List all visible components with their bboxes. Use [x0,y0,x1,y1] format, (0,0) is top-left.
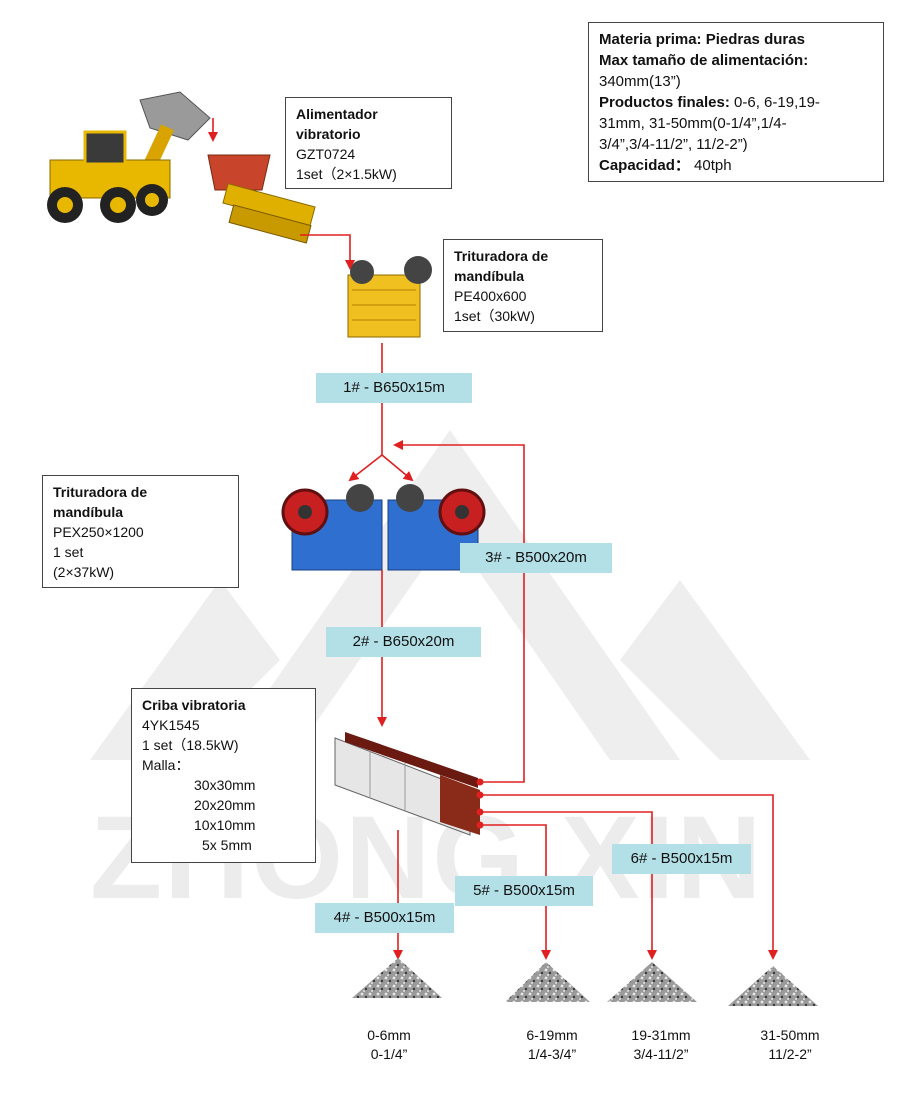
jaw-crusher-box: Trituradora de mandíbula PE400x600 1set（… [443,239,603,332]
flow-arrows [208,118,778,960]
feeder-title-1: Alimentador [296,106,378,122]
belt-5-label: 5# - B500x15m [455,876,593,906]
stockpile-19-31 [607,962,697,1002]
products-label: Productos finales: [599,94,730,111]
screen-model: 4YK1545 [142,717,200,733]
product-mm: 0-6mm [367,1027,411,1043]
wheel-loader-image [47,91,211,223]
product-label: 6-19mm 1/4-3/4” [487,1026,617,1064]
product-mm: 19-31mm [631,1027,691,1043]
jaw2-model: PEX250×1200 [53,524,144,540]
screen-outlet-dots [476,778,484,829]
jaw2-power: (2×37kW) [53,564,115,580]
feeder-box: Alimentador vibratorio GZT0724 1set（2×1.… [285,97,452,189]
capacity-label: Capacidad： [599,157,690,174]
max-feed-label: Max tamaño de alimentación: [599,52,809,69]
vibrating-screen-image [334,732,480,836]
belt-6-label: 6# - B500x15m [612,844,751,874]
jaw2-qty: 1 set [53,544,84,560]
jaw2-title-1: Trituradora de [53,484,148,500]
twin-jaw-crusher-image [281,484,486,571]
jaw1-model: PE400x600 [454,288,527,304]
feeder-model: GZT0724 [296,146,356,162]
stockpile-31-50 [728,966,818,1006]
feeder-qty: 1set（2×1.5kW) [296,166,397,182]
vibrating-screen-box: Criba vibratoria 4YK1545 1 set（18.5kW) M… [131,688,316,863]
product-mm: 6-19mm [526,1027,578,1043]
mesh-item: 10x10mm [194,817,256,833]
spec-box: Materia prima: Piedras duras Max tamaño … [588,22,884,182]
jaw1-title-1: Trituradora de [454,248,549,264]
mesh-item: 30x30mm [194,777,256,793]
product-label: 0-6mm 0-1/4” [324,1026,454,1064]
stockpile-0-6 [352,958,442,998]
product-in: 3/4-11/2” [633,1046,689,1062]
belt-1-label: 1# - B650x15m [316,373,472,403]
stockpiles [352,958,818,1006]
product-in: 11/2-2” [768,1046,812,1062]
mesh-item: 20x20mm [194,797,256,813]
max-feed-value: 340mm(13”) [599,73,681,90]
raw-material-label: Materia prima: Piedras duras [599,31,805,48]
belt-3-label: 3# - B500x20m [460,543,612,573]
capacity-value: 40tph [694,157,732,174]
stockpile-6-19 [505,962,590,1002]
belt-4-label: 4# - B500x15m [315,903,454,933]
jaw1-title-2: mandíbula [454,268,525,284]
screen-qty: 1 set（18.5kW) [142,737,239,753]
twin-jaw-crusher-box: Trituradora de mandíbula PEX250×1200 1 s… [42,475,239,588]
vibrating-feeder-image [207,154,316,244]
product-mm: 31-50mm [760,1027,820,1043]
belt-2-label: 2# - B650x20m [326,627,481,657]
feeder-title-2: vibratorio [296,126,361,142]
jaw-crusher-image [347,256,432,338]
jaw1-qty: 1set（30kW) [454,308,535,324]
mesh-item: 5x 5mm [202,837,252,853]
products-line2: 31mm, 31-50mm(0-1/4”,1/4- [599,115,787,132]
jaw2-title-2: mandíbula [53,504,124,520]
screen-mesh-label: Malla： [142,757,190,773]
products-line1: 0-6, 6-19,19- [729,94,820,111]
product-in: 0-1/4” [370,1046,408,1062]
product-label: 19-31mm 3/4-11/2” [596,1026,726,1064]
screen-title: Criba vibratoria [142,697,246,713]
product-label: 31-50mm 11/2-2” [725,1026,855,1064]
product-in: 1/4-3/4” [527,1046,577,1062]
products-line3: 3/4”,3/4-11/2”, 11/2-2”) [599,136,748,153]
